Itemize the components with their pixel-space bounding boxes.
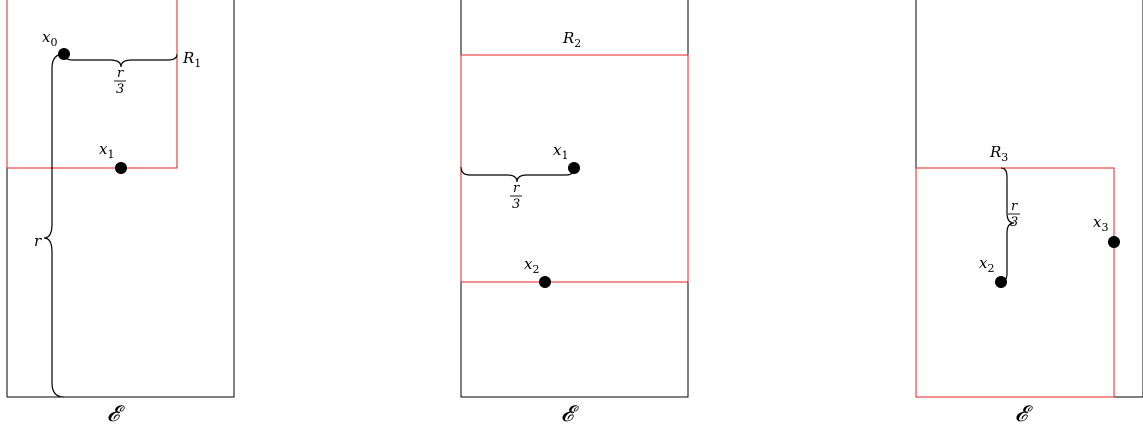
label-x3: x3 (1093, 213, 1108, 234)
label-r-third-num: r (1011, 199, 1018, 214)
label-x1: x1 (553, 141, 568, 162)
label-e-2: 𝓔 (561, 402, 580, 427)
label-x2: x2 (524, 255, 539, 276)
label-region-r1: R1 (182, 49, 201, 70)
brace-r-vertical (43, 53, 65, 398)
label-r-third-num: r (117, 66, 124, 81)
label-r-third-den: 3 (512, 197, 520, 212)
panel-3: R3 x2 x3 r 3 𝓔 (915, 0, 1143, 427)
label-x0: x0 (42, 28, 57, 49)
brace-r-third-vertical (1000, 167, 1015, 283)
label-x1: x1 (99, 140, 114, 161)
point-x3 (1108, 236, 1120, 248)
panel-2: R2 x1 x2 r 3 𝓔 (460, 0, 689, 427)
label-e-1: 𝓔 (107, 402, 126, 427)
label-r-third-num: r (513, 181, 520, 196)
panel-3-outline (915, 0, 1143, 398)
label-r-third-den: 3 (116, 82, 124, 97)
point-x1 (568, 162, 580, 174)
label-e-3: 𝓔 (1015, 402, 1034, 427)
region-r3 (915, 167, 1115, 398)
label-x2: x2 (979, 254, 994, 275)
label-r: r (34, 232, 42, 250)
panel-2-outline (460, 0, 689, 398)
brace-r-third-horizontal (63, 53, 178, 68)
point-x2 (539, 276, 551, 288)
panel-1-outline (6, 0, 235, 398)
label-r-third-den: 3 (1010, 215, 1018, 230)
label-region-r3: R3 (989, 143, 1008, 164)
label-region-r2: R2 (562, 29, 581, 50)
point-x0 (58, 48, 70, 60)
point-x2 (995, 276, 1007, 288)
region-r1 (6, 0, 178, 169)
point-x1 (115, 162, 127, 174)
brace-r-third-horizontal (460, 166, 575, 183)
panel-1: x0 x1 R1 r 3 r 𝓔 (6, 0, 235, 427)
